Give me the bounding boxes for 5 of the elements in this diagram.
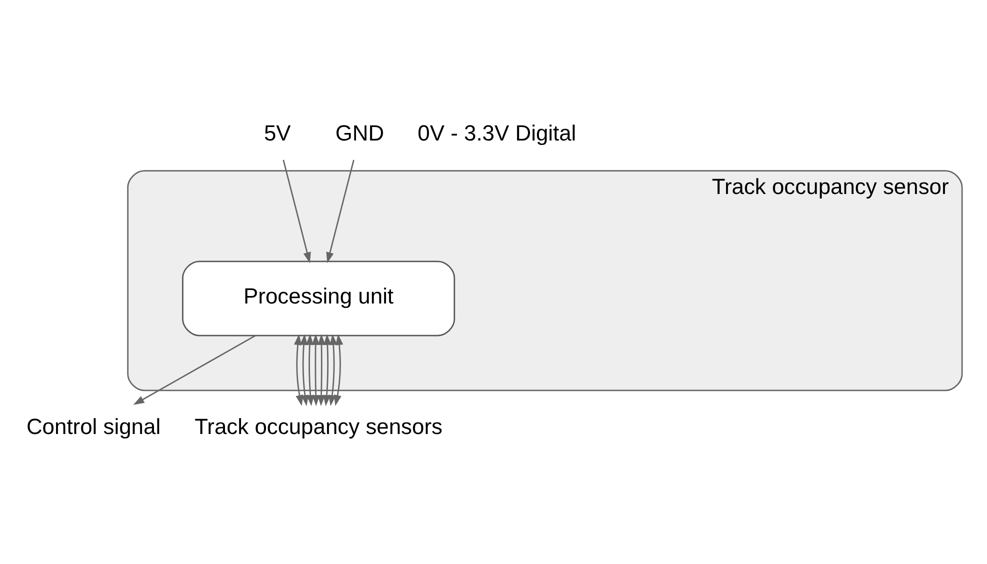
label: 0V - 3.3V Digital [418, 120, 576, 146]
node-text: 5V [264, 120, 291, 146]
node-text: Control signal [26, 414, 161, 440]
node-text: Track occupancy sensors [194, 414, 443, 440]
node-text: GND [335, 120, 384, 146]
